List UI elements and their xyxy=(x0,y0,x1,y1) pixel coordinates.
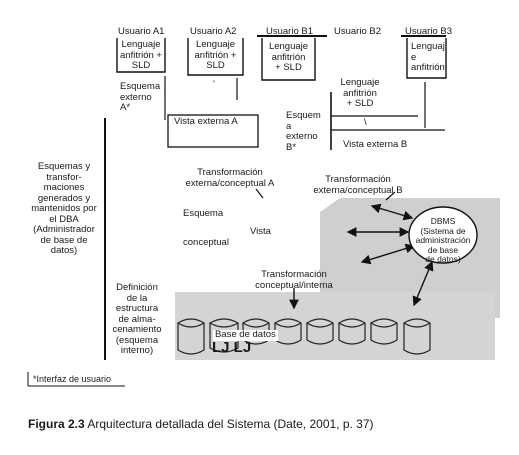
user-a2-label: Usuario A2 xyxy=(190,26,237,37)
database-cylinders xyxy=(176,318,431,355)
user-b1-box xyxy=(261,38,316,81)
vista-externa-a-label: Vista externa A xyxy=(174,116,238,127)
slash-mark: \ xyxy=(364,117,367,128)
figure-caption: Figura 2.3 Arquitectura detallada del Si… xyxy=(28,417,374,431)
esquema-conceptual-1: Esquema xyxy=(183,208,224,219)
vista-conceptual-label: Vista xyxy=(250,226,271,237)
vista-externa-b-label: Vista externa B xyxy=(343,139,408,150)
base-de-datos-label: Base de datos xyxy=(213,329,278,341)
caption-text: Arquitectura detallada del Sistema (Date… xyxy=(84,417,374,431)
user-b1-label: Usuario B1 xyxy=(266,26,313,37)
caption-label: Figura 2.3 xyxy=(28,417,85,431)
user-a1-box xyxy=(116,38,166,73)
user-b3-box xyxy=(406,38,447,79)
apostrophe-mark: ' xyxy=(213,79,215,90)
user-a2-box xyxy=(187,38,244,76)
internal-level-shading xyxy=(175,292,495,360)
user-b2-label: Usuario B2 xyxy=(334,26,381,37)
lj-mark: LJ LJ xyxy=(212,339,252,356)
user-b3-label: Usuario B3 xyxy=(405,26,452,37)
vista-externa-a-box xyxy=(167,114,259,148)
user-a1-label: Usuario A1 xyxy=(118,26,165,37)
esquema-conceptual-2: conceptual xyxy=(183,237,229,248)
footnote: *Interfaz de usuario xyxy=(33,374,112,384)
dbms-ellipse xyxy=(408,206,478,264)
